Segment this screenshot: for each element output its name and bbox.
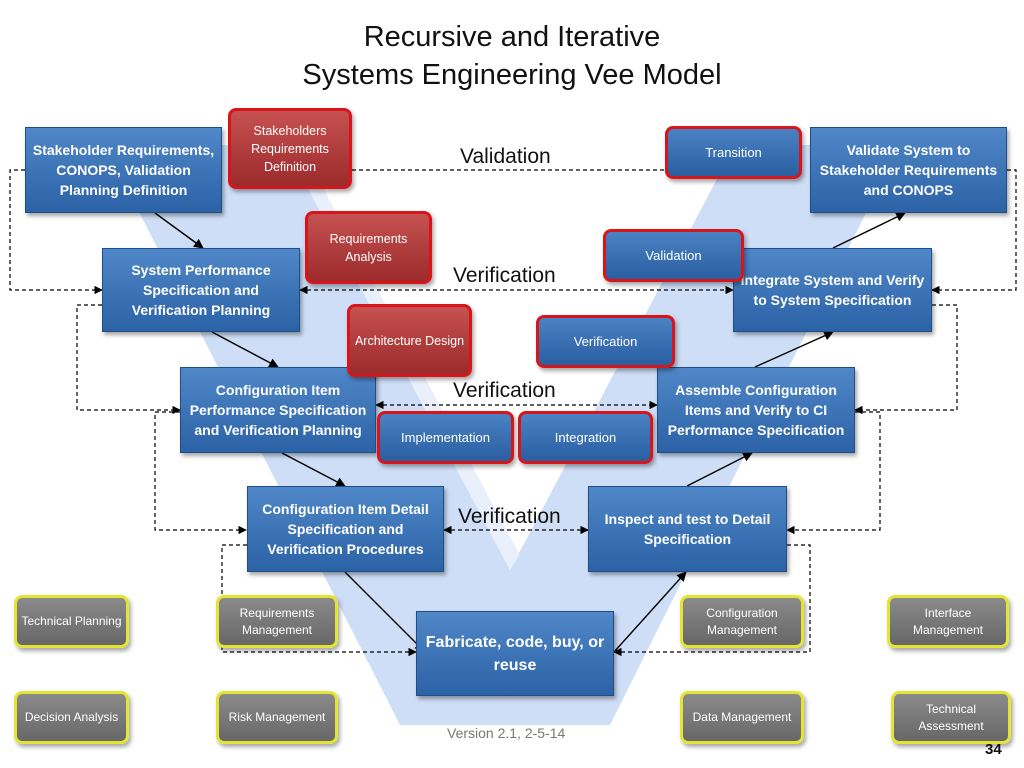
integration-process: Integration (518, 411, 653, 464)
inspect-test-box: Inspect and test to Detail Specification (588, 486, 787, 572)
risk-management-process: Risk Management (216, 691, 338, 744)
stakeholder-requirements-box: Stakeholder Requirements, CONOPS, Valida… (25, 127, 222, 213)
technical-planning-process: Technical Planning (14, 595, 129, 648)
page-number: 34 (985, 741, 1002, 758)
decision-analysis-process: Decision Analysis (14, 691, 129, 744)
slide-title-line-2: Systems Engineering Vee Model (302, 59, 722, 91)
architecture-design-process: Architecture Design (347, 304, 472, 377)
ci-detail-spec-box: Configuration Item Detail Specification … (247, 486, 444, 572)
requirements-management-process: Requirements Management (216, 595, 338, 648)
transition-process: Transition (665, 126, 802, 179)
integrate-system-box: Integrate System and Verify to System Sp… (733, 248, 932, 332)
verification-process: Verification (536, 315, 675, 368)
configuration-management-process: Configuration Management (680, 595, 804, 648)
verification-label-detail: Verification (458, 505, 561, 528)
fabricate-box: Fabricate, code, buy, or reuse (416, 611, 614, 696)
slide-title-line-1: Recursive and Iterative (363, 21, 661, 53)
validate-system-box: Validate System to Stakeholder Requireme… (810, 127, 1007, 213)
validation-label: Validation (460, 145, 551, 168)
version-footer: Version 2.1, 2-5-14 (447, 725, 566, 741)
ci-performance-spec-box: Configuration Item Performance Specifica… (180, 367, 376, 453)
system-performance-spec-box: System Performance Specification and Ver… (102, 248, 300, 332)
verification-label-system: Verification (453, 264, 556, 287)
requirements-analysis-process: Requirements Analysis (305, 211, 432, 284)
validation-process: Validation (603, 229, 744, 282)
implementation-process: Implementation (377, 411, 514, 464)
assemble-ci-box: Assemble Configuration Items and Verify … (657, 367, 855, 453)
stakeholders-requirements-definition-process: Stakeholders Requirements Definition (228, 108, 352, 189)
verification-label-ci: Verification (453, 379, 556, 402)
data-management-process: Data Management (680, 691, 804, 744)
interface-management-process: Interface Management (887, 595, 1009, 648)
technical-assessment-process: Technical Assessment (891, 691, 1011, 744)
